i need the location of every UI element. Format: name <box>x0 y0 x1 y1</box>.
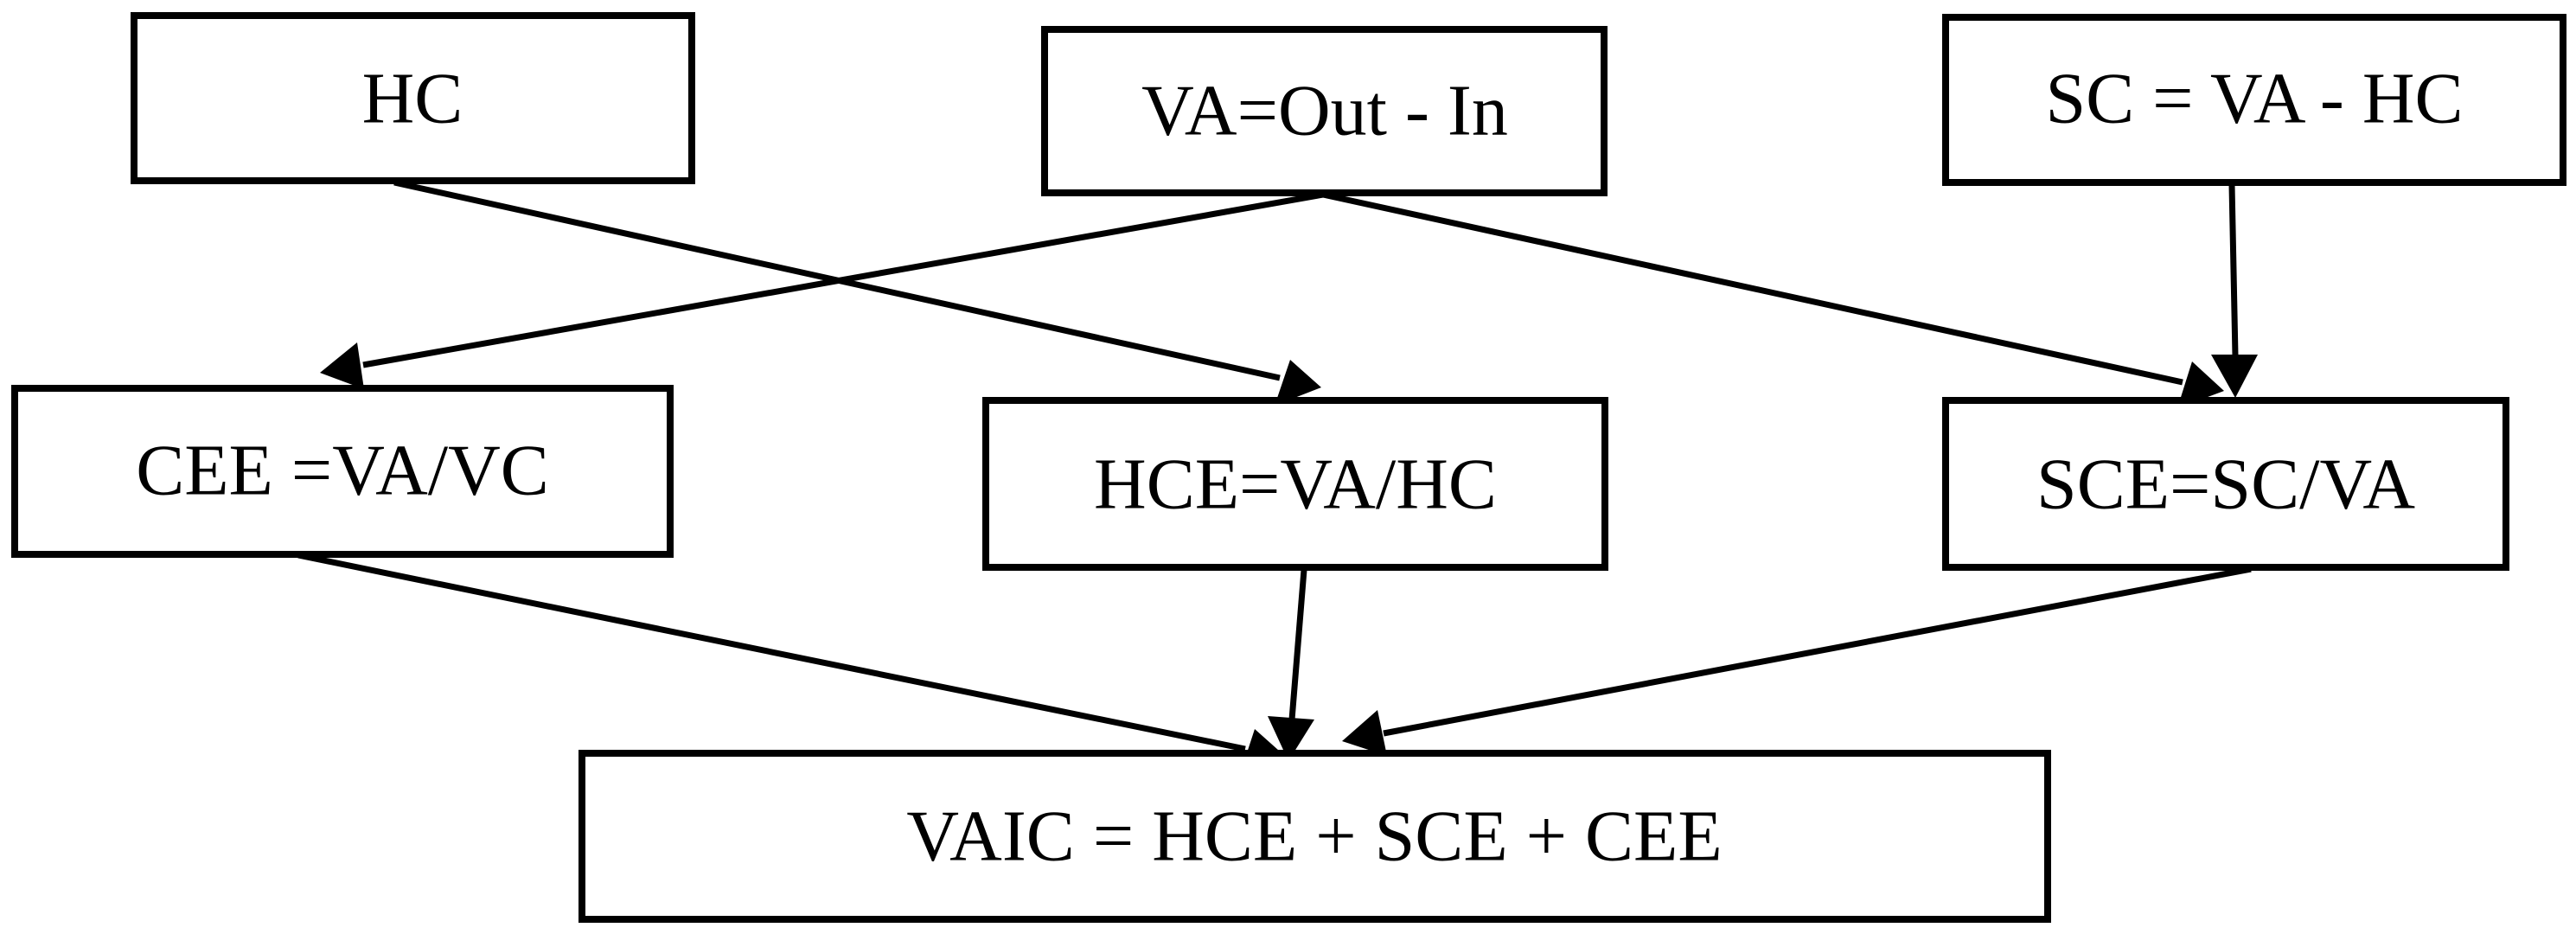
edges <box>297 179 2258 774</box>
node-hce: HCE=VA/HC <box>982 397 1608 571</box>
node-va: VA=Out - In <box>1041 26 1608 196</box>
edge-va-to-cee <box>320 191 1324 389</box>
edge-hce-to-vaic <box>1268 569 1314 761</box>
node-va-label: VA=Out - In <box>1141 70 1508 150</box>
node-vaic-label: VAIC = HCE + SCE + CEE <box>906 796 1722 876</box>
edge-cee-to-vaic <box>297 552 1287 774</box>
node-hce-label: HCE=VA/HC <box>1094 444 1497 524</box>
node-hc: HC <box>131 12 695 184</box>
node-vaic: VAIC = HCE + SCE + CEE <box>578 750 2051 923</box>
nodes: HC VA=Out - In SC = VA - HC CEE =VA/VC H… <box>11 12 2566 923</box>
node-cee-label: CEE =VA/VC <box>136 430 549 510</box>
node-cee: CEE =VA/VC <box>11 385 674 558</box>
node-hc-label: HC <box>362 58 463 138</box>
node-sc-label: SC = VA - HC <box>2045 58 2463 138</box>
edge-sc-to-sce <box>2211 184 2258 398</box>
edge-hc-to-hce <box>393 179 1321 406</box>
node-sc: SC = VA - HC <box>1942 14 2566 186</box>
node-sce: SCE=SC/VA <box>1942 397 2509 571</box>
node-sce-label: SCE=SC/VA <box>2036 444 2415 524</box>
edge-va-to-sce <box>1322 191 2224 408</box>
edge-sce-to-vaic <box>1342 566 2252 756</box>
